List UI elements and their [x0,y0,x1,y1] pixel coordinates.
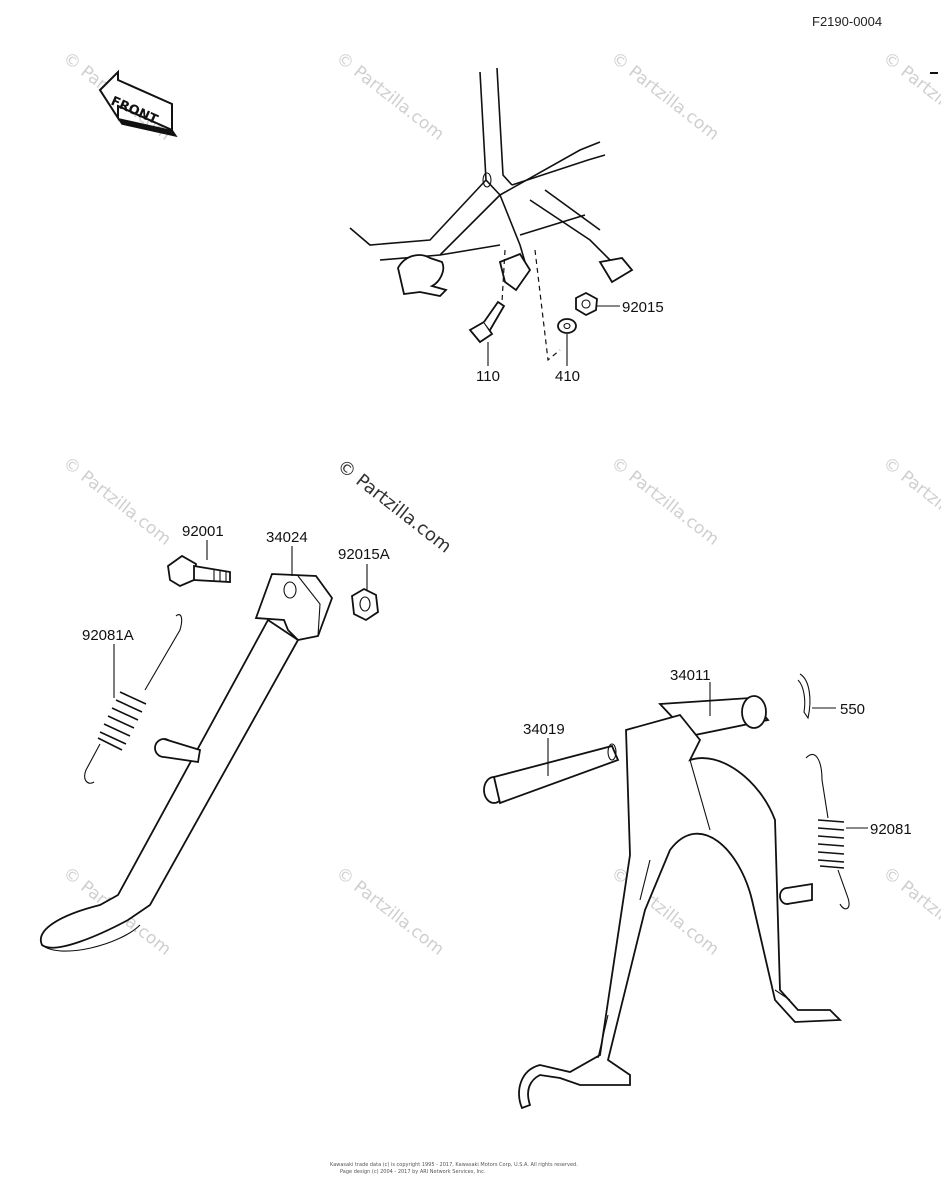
callout-550: 550 [840,701,865,718]
footer-line-2: Page design (c) 2004 - 2017 by ARI Netwo… [340,1169,486,1175]
callout-92015a: 92015A [338,546,390,563]
frame-illustration [349,67,634,362]
callout-110: 110 [476,368,500,385]
callout-34024: 34024 [266,529,308,546]
watermark-text: © Partzilla.com [879,863,941,960]
watermark-text: © Partzilla.com [607,48,723,145]
edge-mark [930,72,938,74]
callout-92081: 92081 [870,821,912,838]
watermark-text: © Partzilla.com [879,48,941,145]
callout-92001: 92001 [182,523,224,540]
callout-34011: 34011 [670,667,711,684]
watermark-text: © Partzilla.com [607,453,723,550]
watermark-text: © Partzilla.com [59,453,175,550]
watermark-center: © Partzilla.com [333,455,455,557]
diagram-code: F2190-0004 [812,14,882,29]
front-arrow-icon: FRONT [98,69,178,138]
footer-line-1: Kawasaki trade data (c) is copyright 199… [330,1162,578,1168]
callout-92015: 92015 [622,299,664,316]
callout-92081a: 92081A [82,627,134,644]
side-stand-illustration [39,554,379,952]
callout-34019: 34019 [523,721,565,738]
watermark-text: © Partzilla.com [332,863,448,960]
watermark-text: © Partzilla.com [879,453,941,550]
callout-410: 410 [555,368,580,385]
center-stand-illustration [483,673,850,1110]
watermark-text: © Partzilla.com [332,48,448,145]
